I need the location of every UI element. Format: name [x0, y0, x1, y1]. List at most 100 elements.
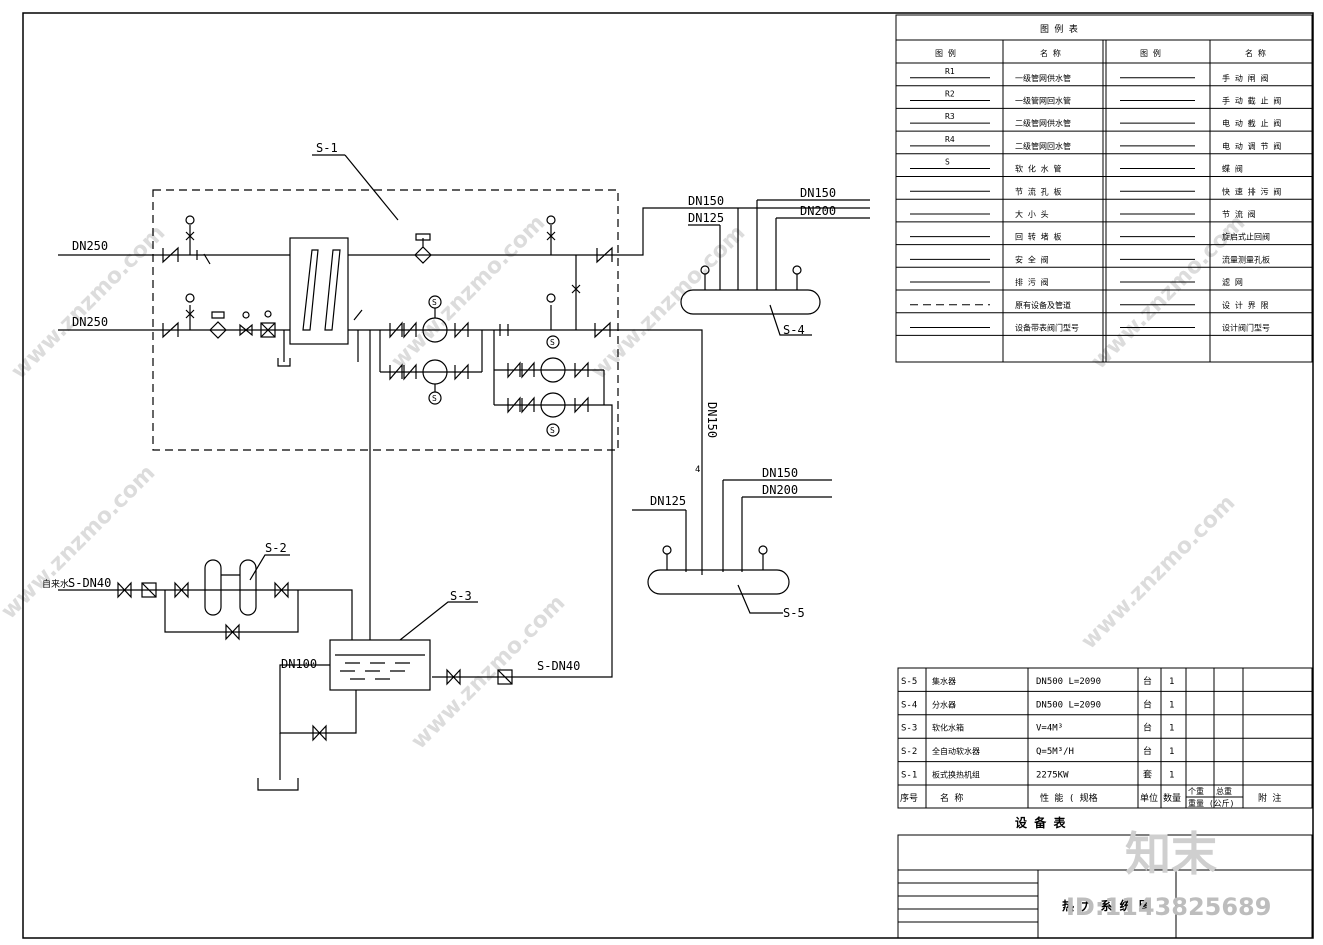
- equip-header-unit: 单位: [1140, 792, 1158, 804]
- legend-symbol-code: R4: [945, 135, 955, 144]
- equip-row-no: S-1: [901, 771, 917, 781]
- makeup-valves: [507, 361, 589, 414]
- riser-to-s5: [625, 329, 703, 575]
- filter-bottom: [209, 311, 227, 339]
- label-s4: S-4: [783, 323, 805, 337]
- legend-name: 设备带表阀门型号: [1015, 322, 1079, 332]
- legend-name: 软 化 水 管: [1015, 164, 1061, 174]
- equip-row-qty: 1: [1169, 747, 1174, 757]
- legend-name: 回 转 堵 板: [1015, 232, 1061, 242]
- legend-name-right: 设计阀门型号: [1222, 322, 1270, 332]
- equip-row-spec: 2275KW: [1036, 771, 1069, 781]
- legend-name-right: 节 流 阀: [1222, 209, 1256, 219]
- equipment-header: 序号 名 称 性 能 ( 规格 单位 数量 个重 总重 重量 (公斤) 附 注: [900, 786, 1281, 808]
- s3-outlet: [279, 664, 357, 734]
- equip-header-qty: 数量: [1163, 792, 1181, 804]
- legend-table: 图 例 表 图 例名 称图 例名 称 R1一级管网供水管手 动 闸 阀R2一级管…: [895, 14, 1313, 363]
- pump-2-valves: [389, 363, 469, 381]
- legend-name-right: 蝶 阀: [1222, 164, 1243, 174]
- makeup-pump-1-symbol: S: [550, 338, 555, 347]
- brand-watermark: 知末: [1125, 827, 1217, 881]
- s2-filter-x: [141, 582, 157, 598]
- equip-row-qty: 1: [1169, 677, 1174, 687]
- legend-name: 一级管网供水管: [1015, 73, 1071, 83]
- equip-header-remark: 附 注: [1258, 792, 1281, 804]
- title-block-frame: [897, 834, 1313, 939]
- equip-row-unit: 台: [1143, 745, 1152, 757]
- s2-filter: [141, 582, 157, 598]
- legend-col-header: 图 例: [1140, 48, 1161, 58]
- gauge-valve-top: [185, 231, 195, 241]
- watermark-layer: www.znzmo.com www.znzmo.com www.znzmo.co…: [0, 210, 1250, 754]
- equip-row-qty: 1: [1169, 724, 1174, 734]
- s5-leader: [737, 584, 783, 614]
- flow-meter-bottom: [260, 322, 276, 338]
- legend-col-header: 名 称: [1245, 48, 1266, 58]
- label-s4-dn150-b: DN150: [800, 186, 836, 200]
- legend-name-right: 手 动 截 止 阀: [1222, 95, 1281, 105]
- check-valve-top-left: [162, 246, 179, 264]
- reducer-top: [196, 250, 211, 265]
- check-valve-secondary: [594, 321, 611, 339]
- makeup-pump-1: [540, 357, 566, 383]
- makeup-supply: [432, 404, 613, 678]
- equip-header-name: 名 称: [940, 792, 963, 804]
- s2-valve-inlet: [117, 581, 132, 599]
- equip-row-no: S-3: [901, 724, 917, 734]
- equip-row-name: 软化水箱: [932, 723, 964, 733]
- equip-row-name: 板式换热机组: [932, 770, 980, 780]
- equip-row-no: S-4: [901, 700, 917, 710]
- label-s-dn40-left: S-DN40: [68, 576, 111, 590]
- equip-row-unit: 台: [1143, 698, 1152, 710]
- label-riser-dn150: DN150: [705, 402, 719, 438]
- label-dn250-top: DN250: [72, 239, 108, 253]
- valve-bottom-2: [239, 323, 253, 337]
- equip-header-unit-w: 个重: [1188, 786, 1204, 796]
- legend-name: 二级管网回水管: [1015, 141, 1071, 151]
- equip-header-no: 序号: [900, 792, 918, 804]
- s1-leader-diag: [344, 154, 399, 221]
- equip-row-no: S-5: [901, 677, 917, 687]
- legend-symbol-code: R2: [945, 89, 955, 98]
- label-s1: S-1: [316, 141, 338, 155]
- makeup-filter-tank: [497, 669, 513, 685]
- makeup-pump-2: [540, 392, 566, 418]
- s4-leader: [769, 304, 812, 336]
- pump-2-symbol: S: [432, 394, 437, 403]
- legend-name-right: 电 动 截 止 阀: [1222, 118, 1281, 128]
- s5-header: [647, 569, 790, 595]
- label-s5-dn150: DN150: [762, 466, 798, 480]
- label-s2: S-2: [265, 541, 287, 555]
- label-s4-dn200: DN200: [800, 204, 836, 218]
- pump-1-symbol: S: [432, 298, 437, 307]
- pressure-gauge-bottom: [185, 293, 195, 303]
- s3-water: [335, 654, 425, 680]
- s3-tank: [329, 639, 431, 691]
- equip-row-unit: 套: [1143, 769, 1152, 781]
- legend-name-right: 快 速 排 污 阀: [1222, 186, 1281, 196]
- label-s5-dn125: DN125: [650, 494, 686, 508]
- s3-leader: [399, 601, 478, 641]
- s2-tank-1: [204, 559, 222, 616]
- watermark-site-2: www.znzmo.com: [387, 210, 551, 374]
- legend-name: 排 污 阀: [1015, 277, 1049, 287]
- label-dn100: DN100: [281, 657, 317, 671]
- schematic: [58, 154, 870, 791]
- safety-valve: [353, 309, 363, 321]
- legend-symbol-code: S: [945, 158, 950, 167]
- equip-header-spec: 性 能 ( 规格: [1040, 792, 1098, 804]
- s1-boundary: [152, 189, 619, 451]
- equip-row-unit: 台: [1143, 675, 1152, 687]
- flow-meter-bottom-x: [260, 322, 276, 338]
- equip-row-name: 集水器: [932, 676, 956, 686]
- legend-name: 大 小 头: [1015, 209, 1049, 219]
- legend-name: 原有设备及管道: [1015, 300, 1071, 310]
- s2-valve-b: [274, 581, 289, 599]
- schematic-labels: S-1 DN250 DN250 DN150 DN125 DN150 DN200 …: [42, 141, 836, 673]
- s3-drain-basin: [257, 778, 299, 791]
- s2-valve-a: [174, 581, 189, 599]
- check-valve-top-right: [596, 246, 613, 264]
- s2-leader: [249, 554, 290, 581]
- watermark-site-5: www.znzmo.com: [587, 220, 751, 384]
